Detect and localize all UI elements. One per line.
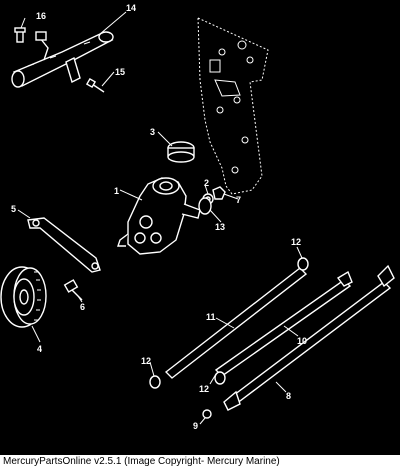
pump-pulley bbox=[0, 266, 47, 328]
callout-5: 5 bbox=[11, 204, 16, 214]
hose-clamp-top bbox=[297, 257, 309, 271]
callout-7: 7 bbox=[236, 195, 241, 205]
callout-13: 13 bbox=[215, 222, 225, 232]
fitting-16 bbox=[14, 27, 26, 43]
callout-12-left: 12 bbox=[141, 356, 151, 366]
callout-12-middle: 12 bbox=[199, 384, 209, 394]
callout-4: 4 bbox=[37, 344, 42, 354]
callout-9: 9 bbox=[193, 421, 198, 431]
hose-fitting-assembly bbox=[11, 31, 114, 88]
callout-3: 3 bbox=[150, 127, 155, 137]
hose-clamp-left bbox=[149, 375, 161, 389]
hose-clamp-middle bbox=[214, 371, 226, 385]
callout-10: 10 bbox=[297, 336, 307, 346]
callout-2: 2 bbox=[204, 178, 209, 188]
washer-13 bbox=[198, 197, 212, 215]
mounting-bracket bbox=[197, 17, 269, 195]
callouts: 1 2 3 4 5 6 7 8 9 10 11 12 12 12 13 14 1… bbox=[11, 3, 307, 431]
reservoir-cap bbox=[167, 141, 195, 163]
support-strap bbox=[27, 217, 101, 273]
callout-16: 16 bbox=[36, 11, 46, 21]
image-caption: MercuryPartsOnline v2.5.1 (Image Copyrig… bbox=[0, 455, 400, 469]
callout-6: 6 bbox=[80, 302, 85, 312]
callout-1: 1 bbox=[114, 186, 119, 196]
nut-7 bbox=[212, 186, 226, 200]
callout-8: 8 bbox=[286, 391, 291, 401]
pulley-bolt bbox=[63, 279, 83, 301]
leader-lines bbox=[17, 11, 303, 425]
hose-10 bbox=[214, 270, 353, 377]
callout-14: 14 bbox=[126, 3, 136, 13]
hose-11 bbox=[164, 267, 308, 379]
screw-15 bbox=[85, 77, 105, 93]
callout-15: 15 bbox=[115, 67, 125, 77]
power-steering-pump bbox=[117, 177, 201, 255]
hose-8 bbox=[223, 264, 395, 411]
callout-12-top: 12 bbox=[291, 237, 301, 247]
o-ring-9 bbox=[202, 409, 212, 419]
callout-11: 11 bbox=[206, 312, 216, 322]
